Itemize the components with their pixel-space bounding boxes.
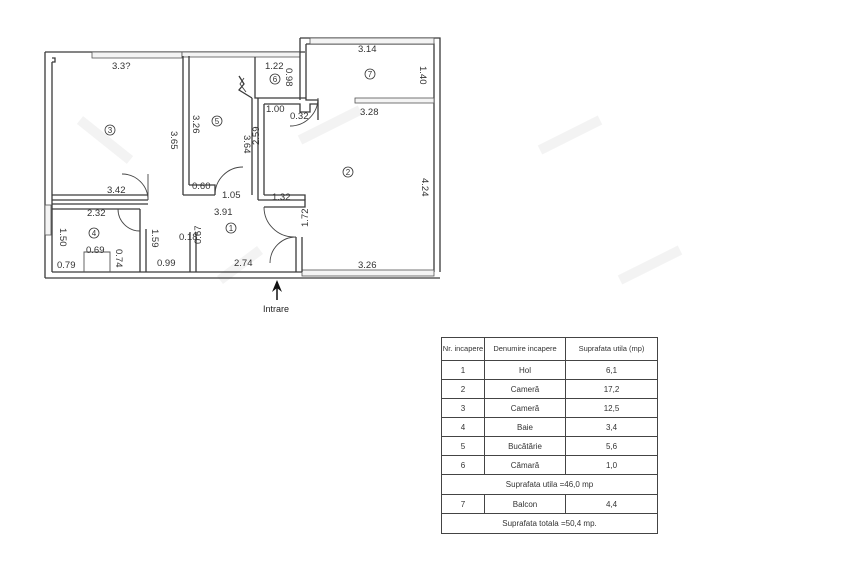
room-area-table: Nr. incapere Denumire incapere Suprafata… xyxy=(441,337,658,534)
cell-name: Cameră xyxy=(484,398,566,418)
cell-nr: 3 xyxy=(441,398,485,418)
room-marker-6: 6 xyxy=(269,73,281,85)
cell-nr: 4 xyxy=(441,417,485,437)
svg-text:1.32: 1.32 xyxy=(272,192,291,203)
table-row: 1 Hol 6,1 xyxy=(441,360,658,380)
dimension-labels: 3.3? 3.65 3.42 3.26 3.64 0.60 1.05 1.22 … xyxy=(57,44,430,271)
room-marker-4: 4 xyxy=(88,227,100,239)
subtotal-row: Suprafata utila =46,0 mp xyxy=(441,474,658,495)
cell-nr: 6 xyxy=(441,455,485,475)
svg-text:2: 2 xyxy=(346,168,351,177)
cell-nr: 5 xyxy=(441,436,485,456)
room-marker-7: 7 xyxy=(364,68,376,80)
svg-text:0.99: 0.99 xyxy=(157,258,176,269)
svg-text:7: 7 xyxy=(368,70,373,79)
total-row: Suprafata totala =50,4 mp. xyxy=(441,513,658,534)
svg-text:3.65: 3.65 xyxy=(168,131,179,150)
svg-text:0.32: 0.32 xyxy=(290,111,309,122)
svg-text:0.79: 0.79 xyxy=(57,260,76,271)
svg-text:3: 3 xyxy=(108,126,113,135)
cell-name: Bucătărie xyxy=(484,436,566,456)
svg-text:1: 1 xyxy=(229,224,234,233)
svg-text:4: 4 xyxy=(92,229,97,238)
header-nr: Nr. incapere xyxy=(441,337,485,361)
svg-text:3.91: 3.91 xyxy=(214,207,233,218)
svg-text:0.67: 0.67 xyxy=(193,226,204,245)
cell-area: 17,2 xyxy=(565,379,658,399)
svg-text:3.26: 3.26 xyxy=(358,260,377,271)
svg-text:6: 6 xyxy=(273,75,278,84)
svg-text:0.69: 0.69 xyxy=(86,245,105,256)
cell-area: 4,4 xyxy=(565,494,658,514)
table-row: 4 Baie 3,4 xyxy=(441,417,658,437)
cell-nr: 2 xyxy=(441,379,485,399)
svg-text:1.50: 1.50 xyxy=(57,228,68,247)
svg-text:3.42: 3.42 xyxy=(107,185,126,196)
entry-arrow-icon xyxy=(272,280,282,300)
cell-name: Cămară xyxy=(484,455,566,475)
svg-text:5: 5 xyxy=(215,117,220,126)
room-marker-2: 2 xyxy=(342,166,354,178)
svg-text:1.22: 1.22 xyxy=(265,61,284,72)
doors xyxy=(117,77,319,264)
svg-text:0.98: 0.98 xyxy=(283,68,294,87)
cell-nr: 7 xyxy=(441,494,485,514)
svg-text:0.74: 0.74 xyxy=(113,249,124,268)
watermark xyxy=(76,105,683,285)
cell-area: 12,5 xyxy=(565,398,658,418)
svg-text:4.24: 4.24 xyxy=(419,178,430,197)
svg-text:0.60: 0.60 xyxy=(192,181,211,192)
room-marker-3: 3 xyxy=(104,124,116,136)
svg-text:3.64: 3.64 xyxy=(241,135,252,154)
header-name: Denumire incapere xyxy=(484,337,566,361)
table-row: 5 Bucătărie 5,6 xyxy=(441,436,658,456)
cell-area: 5,6 xyxy=(565,436,658,456)
windows xyxy=(44,37,435,277)
cell-name: Hol xyxy=(484,360,566,380)
svg-text:0.18: 0.18 xyxy=(179,232,198,243)
table-row: 2 Cameră 17,2 xyxy=(441,379,658,399)
cell-nr: 1 xyxy=(441,360,485,380)
svg-text:3.14: 3.14 xyxy=(358,44,377,55)
svg-text:3.26: 3.26 xyxy=(190,115,201,134)
svg-text:2.74: 2.74 xyxy=(234,258,253,269)
room-labels: 1 2 3 4 5 6 7 xyxy=(88,68,376,239)
table-row-balcony: 7 Balcon 4,4 xyxy=(441,494,658,514)
total-cell: Suprafata totala =50,4 mp. xyxy=(441,513,658,534)
room-marker-5: 5 xyxy=(211,115,223,127)
cell-area: 1,0 xyxy=(565,455,658,475)
room-marker-1: 1 xyxy=(225,222,237,234)
entry-label: Intrare xyxy=(263,304,289,314)
svg-text:1.05: 1.05 xyxy=(222,190,241,201)
svg-text:1.00: 1.00 xyxy=(266,104,285,115)
table-header-row: Nr. incapere Denumire incapere Suprafata… xyxy=(441,337,658,361)
cell-area: 3,4 xyxy=(565,417,658,437)
svg-text:1.40: 1.40 xyxy=(417,66,428,85)
svg-text:1.72: 1.72 xyxy=(300,209,311,228)
interior-walls xyxy=(52,52,318,272)
svg-text:1.59: 1.59 xyxy=(149,229,160,248)
outer-walls xyxy=(44,37,441,279)
subtotal-cell: Suprafata utila =46,0 mp xyxy=(441,474,658,495)
svg-text:3.3?: 3.3? xyxy=(112,61,131,72)
cell-name: Cameră xyxy=(484,379,566,399)
svg-text:2.59: 2.59 xyxy=(251,127,262,146)
table-row: 6 Cămară 1,0 xyxy=(441,455,658,475)
cell-area: 6,1 xyxy=(565,360,658,380)
table-row: 3 Cameră 12,5 xyxy=(441,398,658,418)
cell-name: Balcon xyxy=(484,494,566,514)
header-area: Suprafata utila (mp) xyxy=(565,337,658,361)
cell-name: Baie xyxy=(484,417,566,437)
svg-text:3.28: 3.28 xyxy=(360,107,379,118)
svg-text:2.32: 2.32 xyxy=(87,208,106,219)
